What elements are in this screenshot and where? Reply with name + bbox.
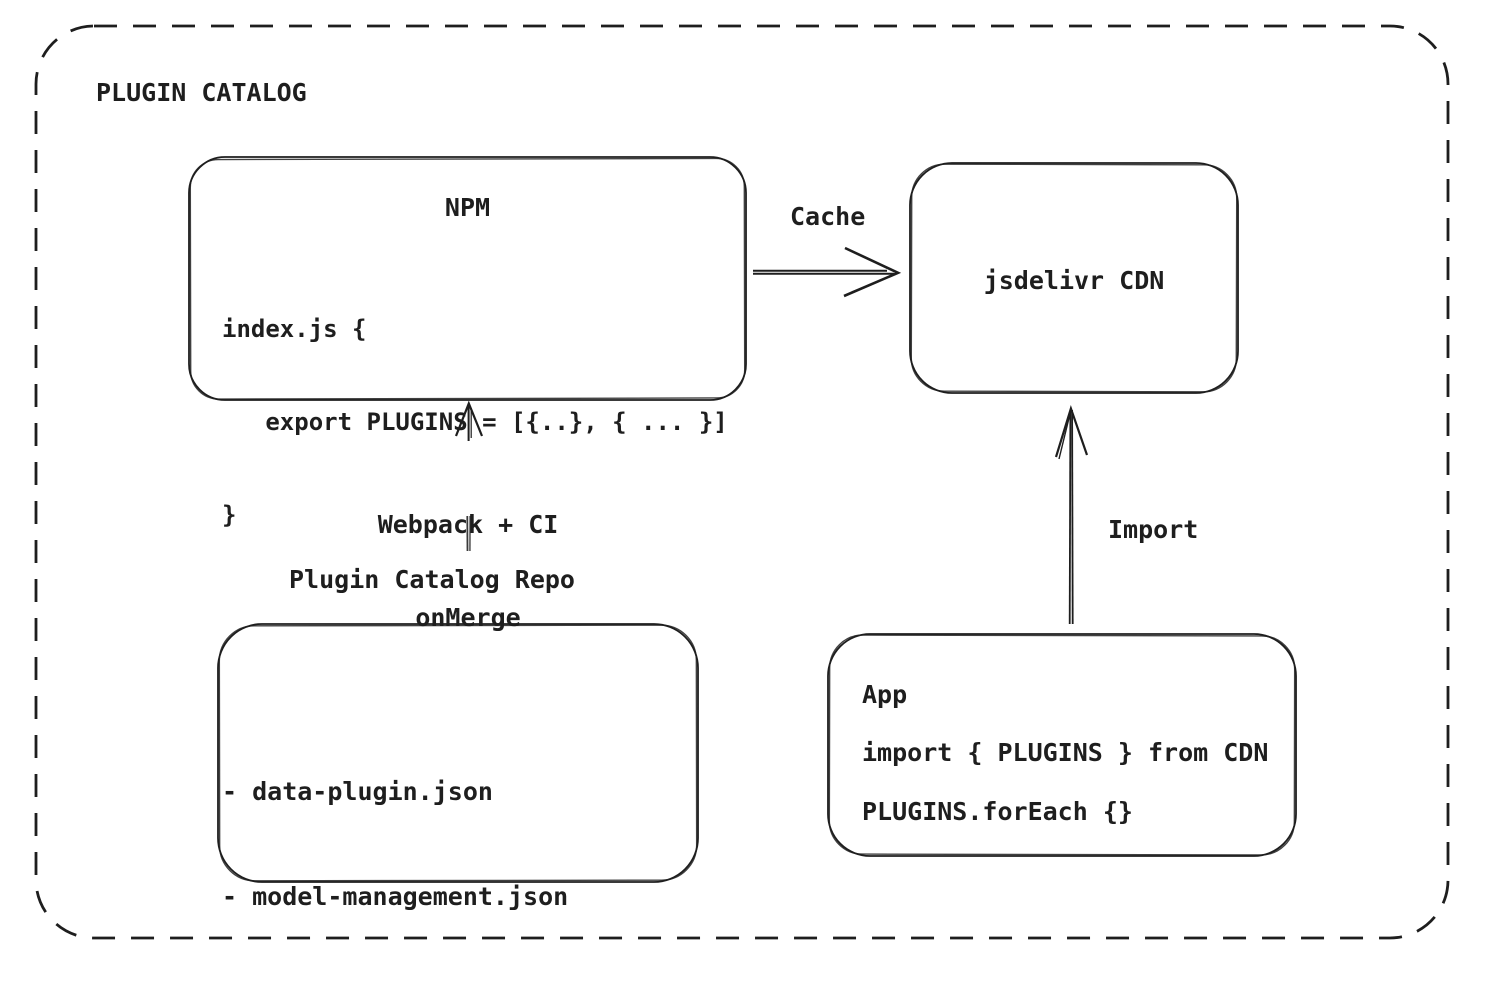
import-arrow-label: Import xyxy=(1108,515,1199,544)
cdn-box-label: jsdelivr CDN xyxy=(983,266,1165,295)
npm-code-line: } xyxy=(222,501,237,529)
build-arrow-label-line2: onMerge xyxy=(415,603,521,632)
npm-box-shape xyxy=(188,156,747,401)
cache-arrow-label: Cache xyxy=(790,202,866,231)
build-arrow-label-line1: Webpack + CI xyxy=(377,510,559,539)
build-arrow-label: Webpack + CI onMerge xyxy=(318,447,618,695)
repo-box-label: Plugin Catalog Repo xyxy=(289,565,575,594)
app-box-title: App xyxy=(862,680,908,709)
npm-code-line: index.js { xyxy=(222,315,367,343)
repo-box-shape xyxy=(217,623,699,883)
repo-file-item: - data-plugin.json xyxy=(222,777,493,806)
repo-file-item: ... xyxy=(222,987,268,1002)
cdn-box-shape xyxy=(909,162,1239,394)
npm-code-line: export PLUGINS = [{..}, { ... }] xyxy=(222,408,728,436)
npm-box-title: NPM xyxy=(444,193,491,222)
app-box-shape xyxy=(827,633,1297,857)
app-code-line: import { PLUGINS } from CDN xyxy=(862,738,1269,767)
repo-file-list: - data-plugin.json - model-management.js… xyxy=(222,704,568,1002)
catalog-boundary-border xyxy=(34,24,1450,940)
build-arrow xyxy=(454,400,484,441)
npm-code-block: index.js { export PLUGINS = [{..}, { ...… xyxy=(222,252,728,593)
repo-file-item: - model-management.json xyxy=(222,882,569,911)
app-code-line: PLUGINS.forEach {} xyxy=(862,797,1133,826)
import-arrow xyxy=(1054,404,1089,625)
build-arrow-connector xyxy=(466,515,471,552)
diagram-title: PLUGIN CATALOG xyxy=(96,78,307,107)
cache-arrow xyxy=(753,246,902,298)
